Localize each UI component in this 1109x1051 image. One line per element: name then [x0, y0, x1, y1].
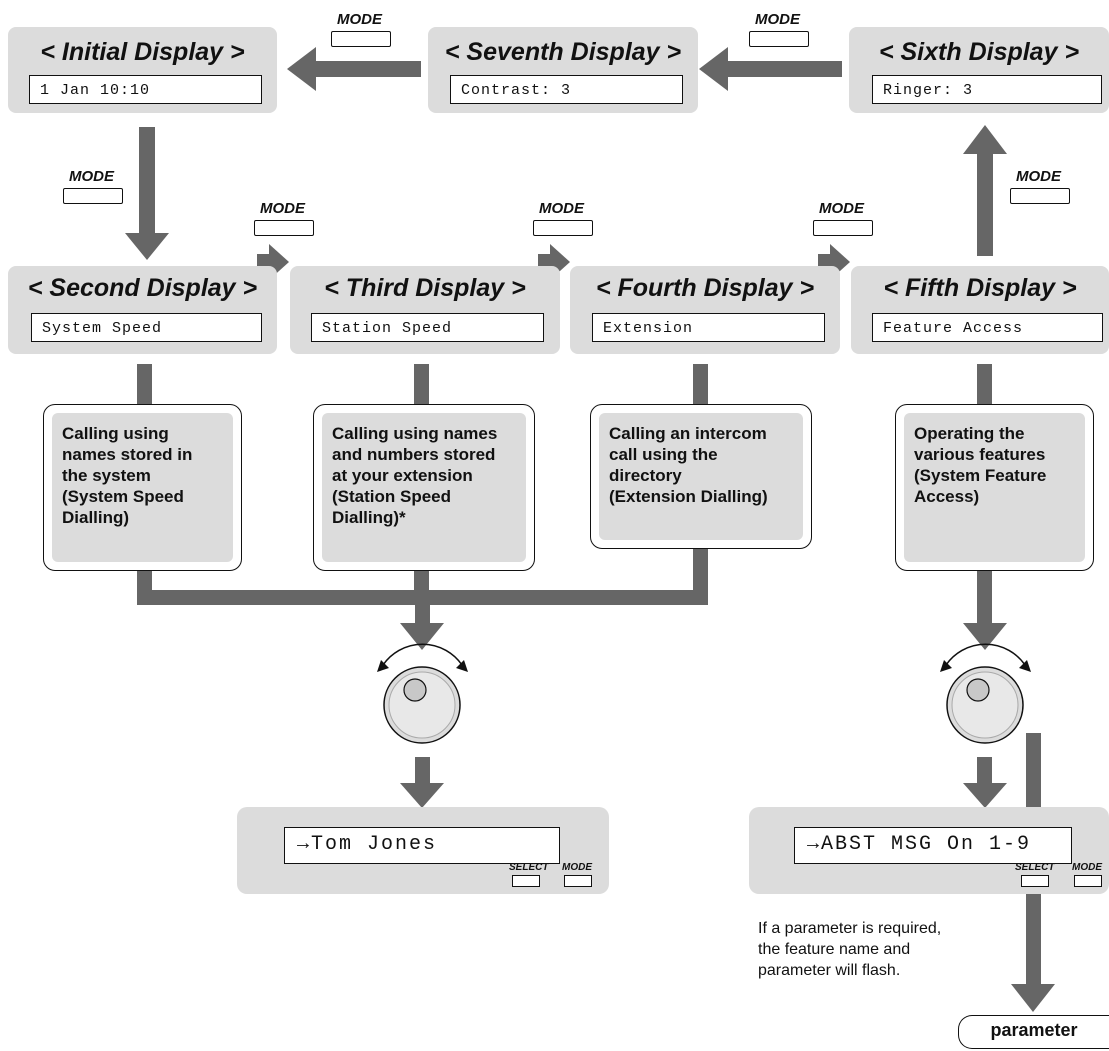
panel-initial-display: < Initial Display > 1 Jan 10:10 [8, 27, 277, 113]
mode-button[interactable] [533, 220, 593, 236]
result-lcd: →Tom Jones [284, 827, 560, 864]
select-label: SELECT [509, 862, 549, 873]
mode-key-fourth-to-fifth[interactable]: MODE [813, 200, 873, 236]
lcd-readout: Feature Access [872, 313, 1103, 342]
lcd-readout: Contrast: 3 [450, 75, 683, 104]
arrow-sixth-to-seventh [728, 61, 842, 77]
mode-key-fifth-to-sixth[interactable]: MODE [1010, 168, 1070, 204]
panel-sixth-display: < Sixth Display > Ringer: 3 [849, 27, 1109, 113]
mode-key-seventh-to-initial[interactable]: MODE [331, 11, 391, 47]
arrow-to-right-dial [963, 623, 1007, 650]
panel-fourth-display: < Fourth Display > Extension [570, 266, 840, 354]
mode-key-initial-to-second[interactable]: MODE [63, 168, 123, 204]
mode-button[interactable] [1010, 188, 1070, 204]
arrow-to-parameter [1011, 984, 1055, 1012]
result-screen-right: →ABST MSG On 1-9 SELECT MODE [749, 807, 1109, 894]
description-third: Calling using names and numbers stored a… [313, 404, 535, 571]
panel-title: < Initial Display > [40, 38, 245, 66]
lcd-readout: Ringer: 3 [872, 75, 1102, 104]
arrow-initial-to-second [139, 127, 155, 235]
select-button[interactable] [1021, 875, 1049, 887]
mode-label: MODE [539, 200, 584, 217]
mode-key-sixth-to-seventh[interactable]: MODE [749, 11, 809, 47]
description-text: Calling using names and numbers stored a… [322, 413, 526, 562]
mode-key-third-to-fourth[interactable]: MODE [533, 200, 593, 236]
description-fifth: Operating the various features (System F… [895, 404, 1094, 571]
mode-button[interactable] [1074, 875, 1102, 887]
description-text: Operating the various features (System F… [904, 413, 1085, 562]
mode-button[interactable] [749, 31, 809, 47]
mode-button[interactable] [564, 875, 592, 887]
result-lcd: →ABST MSG On 1-9 [794, 827, 1072, 864]
description-text: Calling an intercom call using the direc… [599, 413, 803, 540]
lcd-readout: Station Speed [311, 313, 544, 342]
lcd-readout: Extension [592, 313, 825, 342]
mode-label: MODE [755, 11, 800, 28]
mode-label: MODE [1016, 168, 1061, 185]
select-label: SELECT [1015, 862, 1055, 873]
arrow-to-right-result [963, 783, 1007, 808]
mode-button[interactable] [331, 31, 391, 47]
description-second: Calling using names stored in the system… [43, 404, 242, 571]
mode-button[interactable] [254, 220, 314, 236]
description-fourth: Calling an intercom call using the direc… [590, 404, 812, 549]
panel-title: < Second Display > [27, 274, 258, 302]
mode-label: MODE [337, 11, 382, 28]
description-text: Calling using names stored in the system… [52, 413, 233, 562]
arrow-fifth-to-sixth [977, 152, 993, 256]
panel-title: < Sixth Display > [878, 38, 1080, 66]
jog-dial-left[interactable] [377, 643, 468, 744]
arrow-seventh-to-initial [316, 61, 421, 77]
panel-title: < Third Display > [324, 274, 526, 302]
panel-fifth-display: < Fifth Display > Feature Access [851, 266, 1109, 354]
arrow-to-left-result [400, 783, 444, 808]
panel-title: < Fourth Display > [595, 274, 815, 302]
mode-label: MODE [1072, 862, 1102, 873]
lcd-readout: 1 Jan 10:10 [29, 75, 262, 104]
arrow-to-left-dial [400, 623, 444, 650]
panel-third-display: < Third Display > Station Speed [290, 266, 560, 354]
panel-title: < Seventh Display > [444, 38, 682, 66]
parameter-note: If a parameter is required, the feature … [758, 920, 942, 979]
mode-label: MODE [819, 200, 864, 217]
panel-seventh-display: < Seventh Display > Contrast: 3 [428, 27, 698, 113]
lcd-readout: System Speed [31, 313, 262, 342]
mode-label: MODE [69, 168, 114, 185]
panel-second-display: < Second Display > System Speed [8, 266, 277, 354]
mode-label: MODE [562, 862, 592, 873]
mode-button[interactable] [63, 188, 123, 204]
mode-label: MODE [260, 200, 305, 217]
parameter-box: parameter [958, 1015, 1109, 1049]
select-button[interactable] [512, 875, 540, 887]
jog-dial-right[interactable] [940, 643, 1031, 744]
mode-key-second-to-third[interactable]: MODE [254, 200, 314, 236]
result-screen-left: →Tom Jones SELECT MODE [237, 807, 609, 894]
panel-title: < Fifth Display > [883, 274, 1077, 302]
mode-button[interactable] [813, 220, 873, 236]
